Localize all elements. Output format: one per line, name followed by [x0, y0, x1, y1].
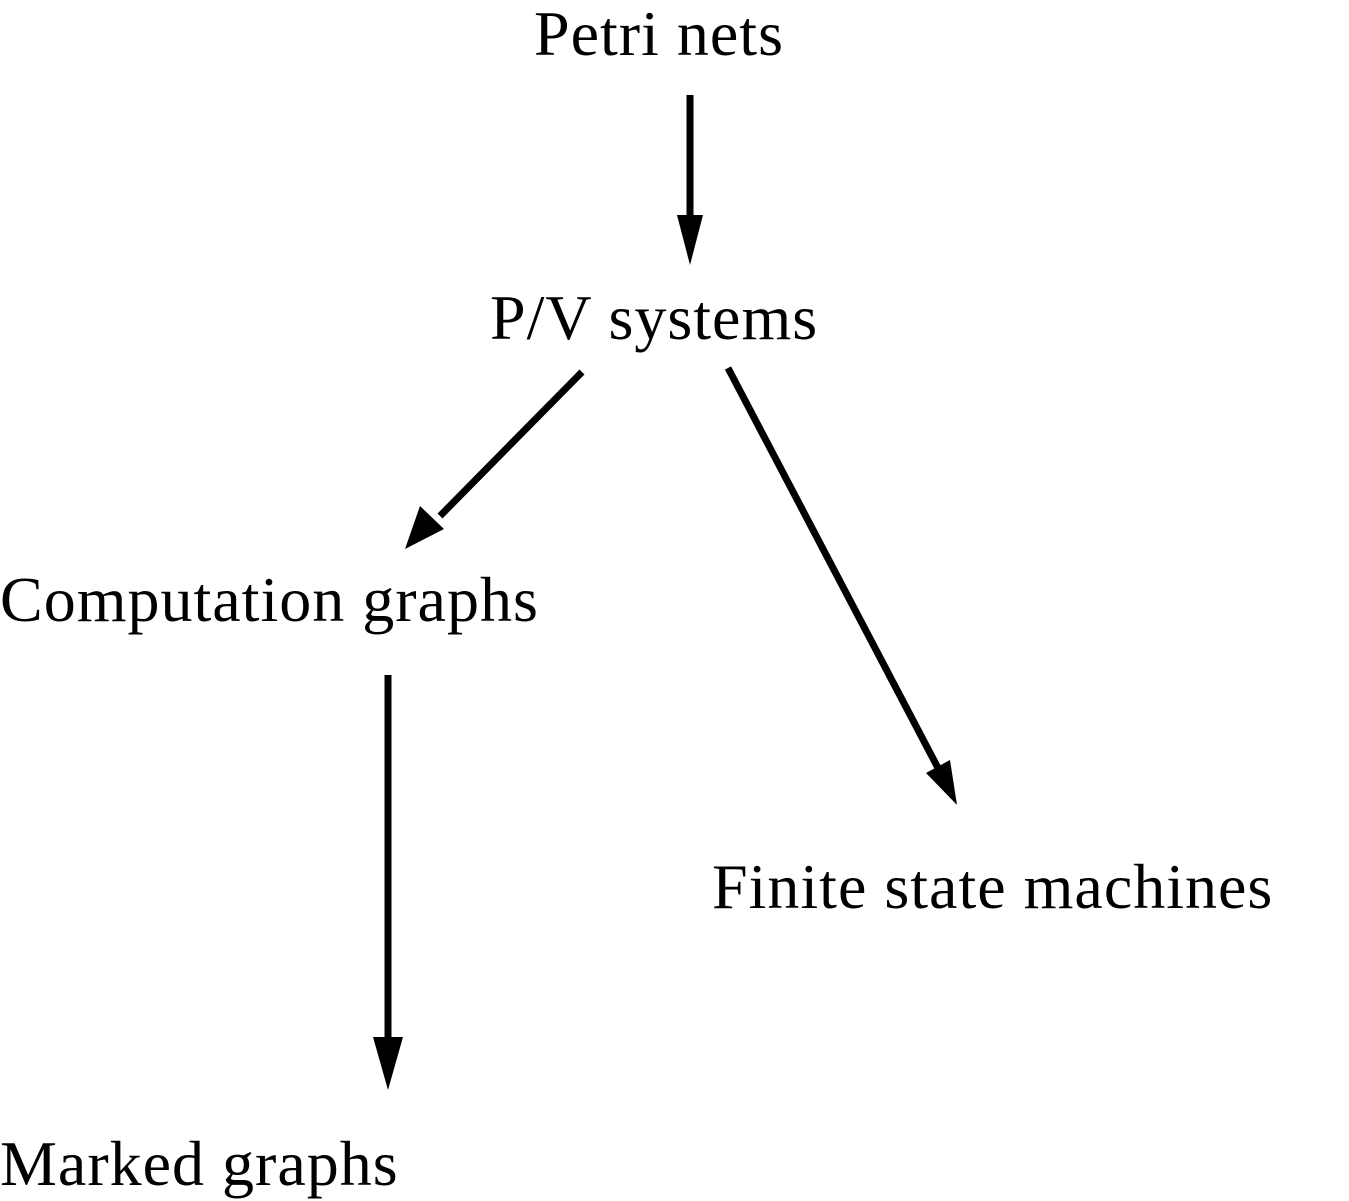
node-finite-state-machines: Finite state machines: [712, 851, 1274, 922]
node-marked-graphs: Marked graphs: [0, 1128, 399, 1199]
arrow-pv-to-computation: [405, 369, 585, 549]
node-computation-graphs: Computation graphs: [0, 564, 539, 635]
node-pv-systems: P/V systems: [490, 282, 819, 353]
arrow-computation-to-marked: [373, 675, 403, 1090]
arrow-petri-to-pv: [677, 95, 703, 265]
node-petri-nets: Petri nets: [534, 0, 784, 69]
arrow-pv-to-fsm: [724, 366, 957, 805]
